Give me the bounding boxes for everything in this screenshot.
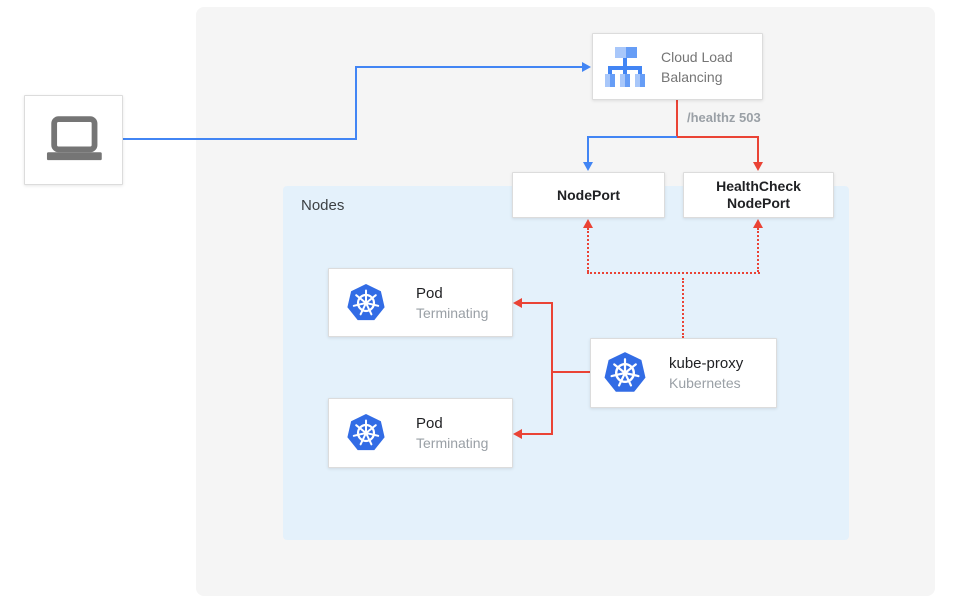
pod-text: Pod Terminating: [416, 415, 488, 451]
nodes-panel-label: Nodes: [301, 197, 345, 214]
edge-clb-healthcheck-segment: [677, 136, 759, 138]
pod-title: Pod: [416, 415, 443, 432]
healthcheck-nodeport-label: HealthCheck NodePort: [716, 178, 801, 211]
kube-proxy-node: kube-proxy Kubernetes: [590, 338, 777, 408]
cloud-load-balancing-node: Cloud Load Balancing: [592, 33, 763, 100]
edge-clb-healthcheck-arrowhead: [753, 162, 763, 171]
kube-proxy-title: kube-proxy: [669, 355, 744, 372]
cloud-load-balancing-label: Cloud Load Balancing: [661, 48, 733, 85]
edge-kubeproxy-pod2-segment: [521, 433, 553, 435]
edge-kubeproxy-pod2-arrowhead: [513, 429, 522, 439]
client-node: [24, 95, 123, 185]
cloud-load-balancing-icon: [605, 46, 645, 87]
pod-title: Pod: [416, 284, 443, 302]
edge-kubeproxy-pods-segment: [551, 302, 553, 435]
pod-status: Terminating: [416, 304, 489, 321]
edge-kubeproxy-nodeport-dotted-segment: [587, 228, 589, 272]
edge-client-clb-arrowhead: [582, 62, 591, 72]
edge-kubeproxy-healthcheck-dotted-segment: [757, 228, 759, 272]
nodeport-node: NodePort: [512, 172, 665, 218]
edge-kubeproxy-pod1-segment: [521, 302, 553, 304]
laptop-icon: [46, 116, 102, 161]
edge-clb-nodeport-segment: [587, 138, 589, 163]
pod-node-1: Pod Terminating: [328, 268, 513, 337]
pod-text: Pod Terminating: [416, 285, 488, 321]
kubernetes-icon: [604, 352, 646, 392]
edge-client-clb-segment: [355, 66, 583, 68]
edge-kubeproxy-pod1-arrowhead: [513, 298, 522, 308]
edge-clb-healthcheck-segment: [757, 138, 759, 163]
edge-kubeproxy-pods-segment: [551, 371, 590, 373]
edge-clb-nodeport-segment: [587, 136, 677, 138]
healthcheck-nodeport-node: HealthCheck NodePort: [683, 172, 834, 218]
edge-client-clb-segment: [355, 66, 357, 140]
healthz-503-label: /healthz 503: [687, 110, 761, 125]
edge-kubeproxy-nodeport-arrowhead: [583, 219, 593, 228]
edge-kubeproxy-healthcheck-arrowhead: [753, 219, 763, 228]
edge-kubeproxy-ports-dotted-segment: [587, 272, 760, 274]
edge-clb-nodeport-arrowhead: [583, 162, 593, 171]
kube-proxy-text: kube-proxy Kubernetes: [669, 355, 743, 391]
kube-proxy-subtitle: Kubernetes: [669, 375, 741, 391]
nodeport-label: NodePort: [557, 186, 620, 203]
edge-clb-stem-segment: [676, 100, 678, 138]
edge-client-clb-segment: [123, 138, 357, 140]
kubernetes-icon: [347, 283, 385, 320]
kubernetes-icon: [347, 414, 385, 451]
edge-kubeproxy-ports-dotted-segment: [682, 278, 684, 338]
pod-node-2: Pod Terminating: [328, 398, 513, 468]
pod-status: Terminating: [416, 435, 489, 451]
